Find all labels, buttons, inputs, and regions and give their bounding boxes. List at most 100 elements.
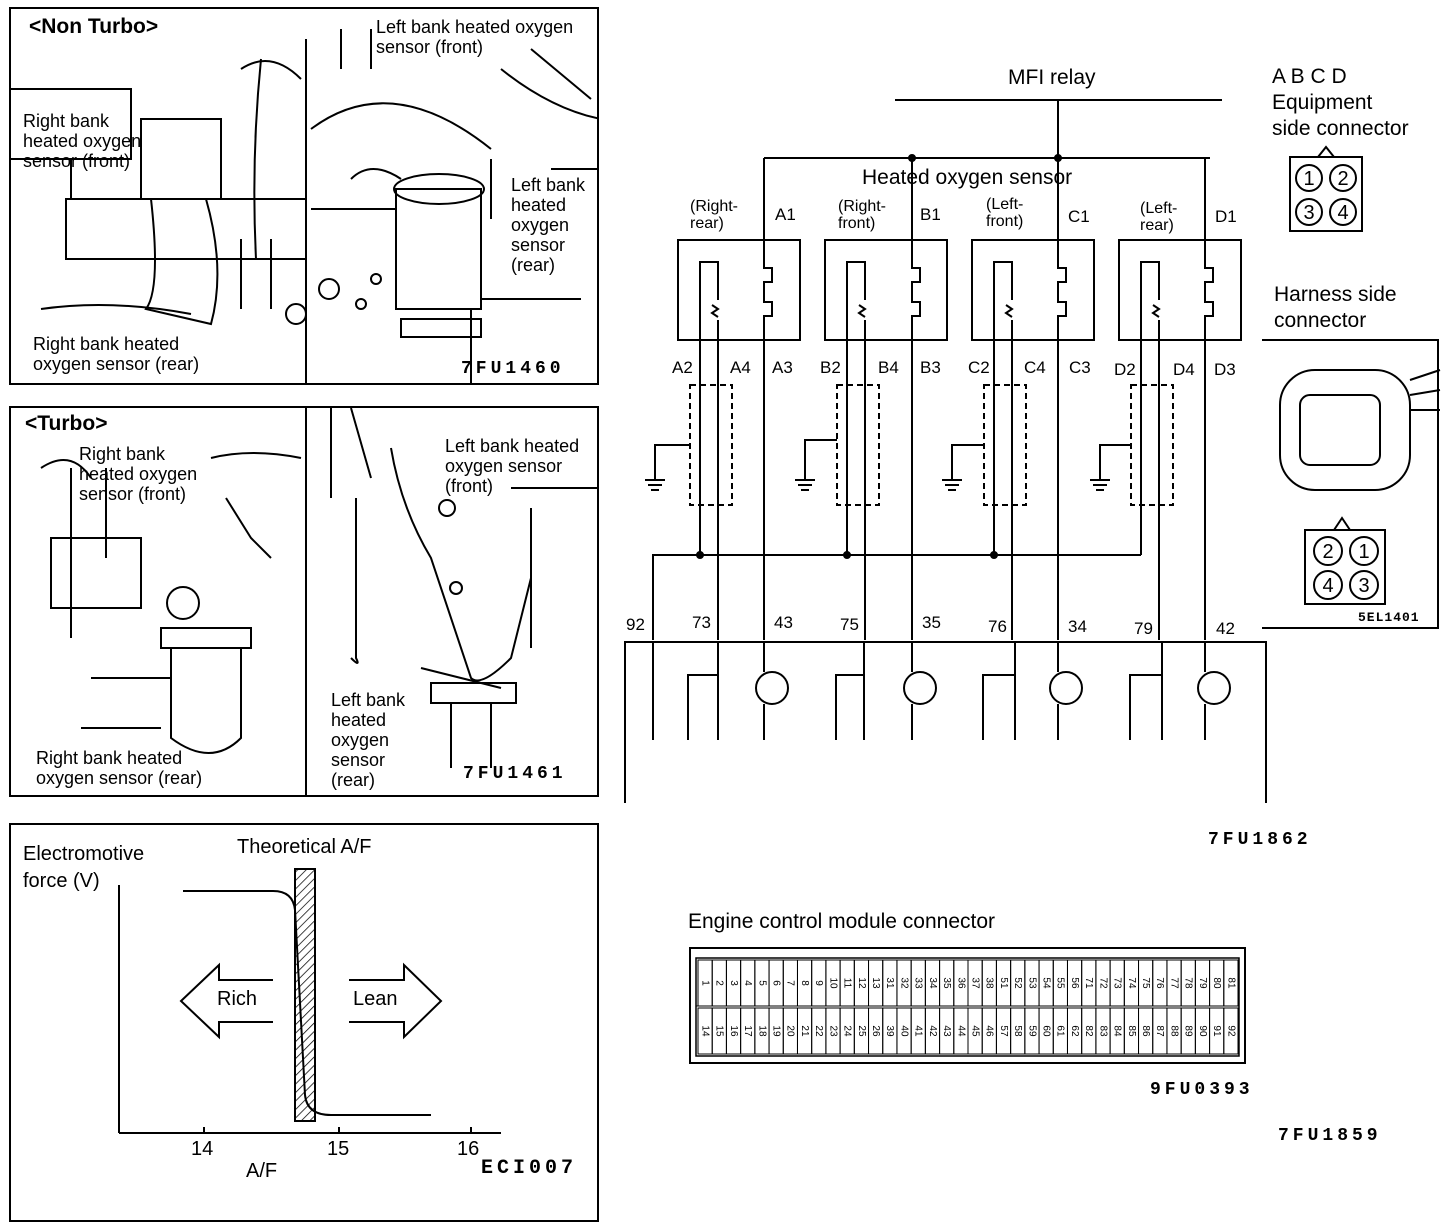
x-tick-14: 14 <box>191 1138 214 1160</box>
harness-pin: 3 <box>1358 575 1369 597</box>
ecm-pin-cell <box>1194 959 1211 1007</box>
sensor-bottom-terminal: C3 <box>1069 358 1091 377</box>
non-turbo-engine-illustration <box>11 29 597 383</box>
ecm-pin: 42 <box>1216 619 1235 638</box>
ecm-pin-number: 92 <box>1225 1025 1236 1037</box>
sensor-position-label: (Right- rear) <box>690 198 739 232</box>
ecm-pin-number: 22 <box>813 1025 824 1037</box>
ecm-pin-cell <box>1138 959 1154 1007</box>
ecm-pin-number: 81 <box>1225 977 1236 989</box>
ecm-pin-number: 11 <box>842 978 853 989</box>
ecm-pin-number: 10 <box>827 977 838 989</box>
ecm-pin-number: 13 <box>870 977 881 989</box>
ecm-pin-number: 21 <box>799 1025 810 1037</box>
turbo-engine-illustration <box>40 408 597 795</box>
sensor-bottom-terminal: A4 <box>730 358 751 377</box>
ecm-pin-cell <box>697 959 713 1007</box>
ecm-pin-cell <box>853 1007 870 1055</box>
ecm-pin-cell <box>924 1007 941 1055</box>
equipment-connector-title: A B C D Equipment side connector <box>1272 65 1409 140</box>
ecm-pin-number: 60 <box>1041 1025 1052 1037</box>
af-graph <box>118 868 501 1134</box>
ecm-pin-number: 82 <box>1083 1025 1094 1037</box>
sensor-bottom-terminal: D2 <box>1114 360 1136 379</box>
ecm-pin-cell <box>825 959 841 1007</box>
turbo-header: <Turbo> <box>25 412 108 435</box>
ecm-pin-number: 33 <box>913 977 924 989</box>
ecm-pin-cell <box>868 1007 884 1055</box>
ecm-pin-number: 61 <box>1055 1025 1066 1037</box>
ecm-pin-number: 77 <box>1168 977 1179 989</box>
x-axis-label: A/F <box>246 1160 278 1182</box>
y-axis-label: Electromotive force (V) <box>23 843 145 892</box>
equipment-pin: 2 <box>1337 168 1348 190</box>
graph-figure-code: ECI007 <box>481 1157 578 1180</box>
ecm-pin-cell <box>896 959 912 1007</box>
ecm-pin: 34 <box>1068 617 1087 636</box>
ecm-pin-cell <box>825 1007 841 1055</box>
ecm-pin-number: 41 <box>913 1025 924 1037</box>
ecm-pin-number: 74 <box>1126 977 1137 989</box>
ecm-pin: 43 <box>774 613 793 632</box>
ecm-pin-number: 79 <box>1197 977 1208 989</box>
ecm-pin-cell <box>868 959 884 1007</box>
ecm-pin-cell <box>995 1007 1012 1055</box>
ecm-pin: 35 <box>922 613 941 632</box>
ecm-pin-number: 19 <box>771 1025 782 1037</box>
ecm-pin-cell <box>939 1007 955 1055</box>
ecm-pin: 75 <box>840 615 859 634</box>
ecm-pin-number: 6 <box>771 980 782 986</box>
emf-curve <box>183 890 431 1116</box>
ecm-pin-cell <box>981 959 997 1007</box>
ecm-pin-cell <box>1066 959 1083 1007</box>
rich-label: Rich <box>217 988 258 1010</box>
ecm-pin-number: 35 <box>941 977 952 989</box>
x-tick-15: 15 <box>327 1138 350 1160</box>
ecm-connector-figure-code: 9FU0393 <box>1150 1080 1254 1100</box>
ecm-pin-number: 84 <box>1112 1025 1123 1037</box>
ecm-pin-cell <box>967 959 983 1007</box>
ecm-pin-number: 25 <box>856 1025 867 1037</box>
sensor-top-terminal: A1 <box>775 205 796 224</box>
sensor-bottom-terminal: B3 <box>920 358 941 377</box>
sensor-bottom-terminal: B2 <box>820 358 841 377</box>
ecm-pin-cell <box>1109 1007 1125 1055</box>
ecm-pin-cell <box>1123 959 1140 1007</box>
ecm-pin-number: 83 <box>1097 1025 1108 1037</box>
ecm-pin-cell <box>1180 1007 1196 1055</box>
ecm-pin-number: 59 <box>1026 1025 1037 1037</box>
ecm-pin-cell <box>1024 959 1040 1007</box>
theoretical-af-label: Theoretical A/F <box>237 836 372 858</box>
ecm-pin-cell <box>1095 1007 1111 1055</box>
ecm-pin-cell <box>1109 959 1125 1007</box>
ecm-pin-number: 85 <box>1126 1025 1137 1037</box>
ecm-pin-number: 3 <box>728 980 739 986</box>
sensor-top-terminal: B1 <box>920 205 941 224</box>
equipment-pin: 4 <box>1337 202 1348 224</box>
sensor-position-label: (Left- rear) <box>1140 200 1178 234</box>
mfi-relay-label: MFI relay <box>1008 66 1096 89</box>
ecm-connector-title: Engine control module connector <box>688 910 996 933</box>
ecm-pin-number: 16 <box>728 1025 739 1037</box>
ecm-pin-number: 51 <box>998 977 1009 989</box>
turbo-left-bank-front-label: Left bank heated oxygen sensor (front) <box>445 436 580 496</box>
ecm-pin-cell <box>1066 1007 1083 1055</box>
ecm-pin-number: 43 <box>941 1025 952 1037</box>
non-turbo-panel: <Non Turbo> Left bank heated oxygen sens… <box>9 7 599 385</box>
ecm-pin-number: 24 <box>842 1025 853 1037</box>
ecm-pin-cell <box>924 959 941 1007</box>
ecm-pin-cell <box>725 1007 742 1055</box>
ecm-pin-number: 39 <box>884 1025 895 1037</box>
sensor-bottom-terminal: D4 <box>1173 360 1195 379</box>
ecm-pin-number: 15 <box>714 1025 725 1037</box>
sensor-bottom-terminal: D3 <box>1214 360 1236 379</box>
ecm-pin-cell <box>782 1007 798 1055</box>
ecm-pin-number: 4 <box>742 980 753 986</box>
ecm-pin-number: 86 <box>1140 1025 1151 1037</box>
page-figure-code: 7FU1859 <box>1278 1126 1382 1146</box>
x-tick-16: 16 <box>457 1138 480 1160</box>
ecm-pin-number: 91 <box>1211 1025 1222 1037</box>
ecm-pin: 76 <box>988 617 1007 636</box>
ecm-pin-number: 71 <box>1083 977 1094 989</box>
sensor-bottom-terminal: B4 <box>878 358 899 377</box>
